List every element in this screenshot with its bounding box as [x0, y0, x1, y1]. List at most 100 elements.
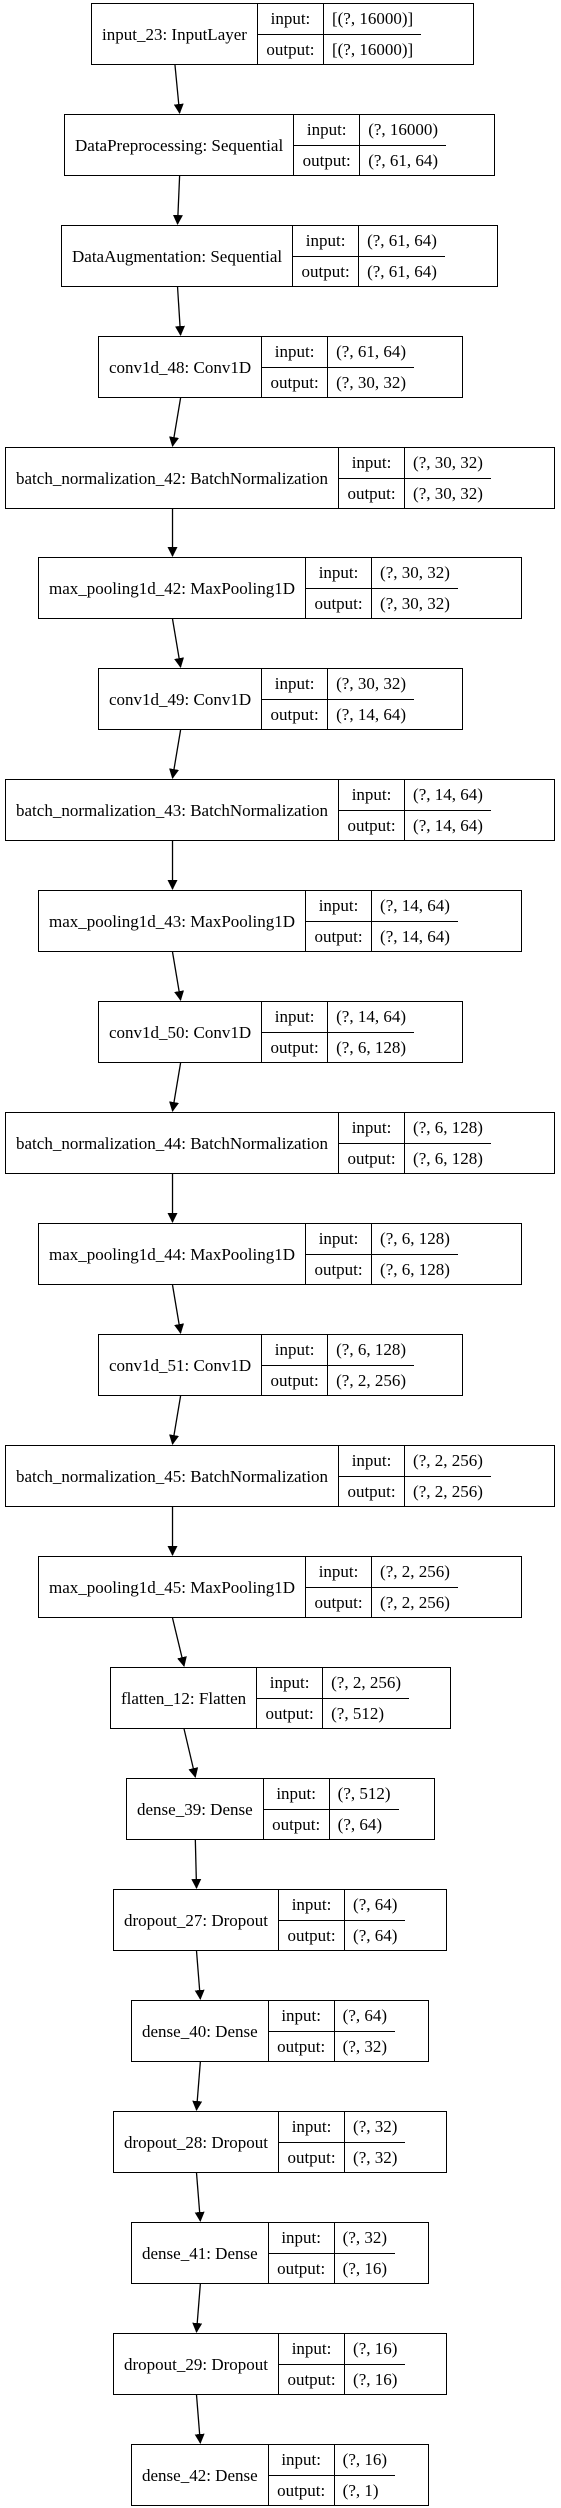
input-shape-value: (?, 2, 256) — [413, 1451, 483, 1471]
output-shape-label: output: — [306, 1587, 373, 1617]
output-shape-row: output:(?, 30, 32) — [306, 587, 458, 618]
output-shape-row: output:(?, 30, 32) — [339, 477, 491, 508]
input-shape-row: input:(?, 6, 128) — [306, 1224, 458, 1254]
input-shape-label: input: — [269, 2001, 335, 2031]
layer-name: batch_normalization_43: BatchNormalizati… — [6, 780, 340, 840]
output-shape-row: output:(?, 32) — [279, 2141, 406, 2172]
output-shape-value: (?, 30, 32) — [413, 483, 483, 503]
output-shape-row: output:(?, 6, 128) — [306, 1253, 458, 1284]
layer-node: batch_normalization_44: BatchNormalizati… — [5, 1112, 555, 1174]
layer-shapes: input:(?, 16)output:(?, 1) — [268, 2445, 396, 2505]
layer-shapes: input:(?, 14, 64)output:(?, 14, 64) — [306, 891, 458, 951]
layer-shapes: input:(?, 512)output:(?, 64) — [263, 1779, 399, 1839]
edge-arrow — [194, 2394, 205, 2444]
output-shape-value: (?, 61, 64) — [367, 261, 437, 281]
input-shape-value: (?, 30, 32) — [413, 453, 483, 473]
output-shape-row: output:(?, 2, 256) — [339, 1475, 491, 1506]
edge-arrow — [169, 1062, 182, 1112]
input-shape-value: (?, 14, 64) — [380, 896, 450, 916]
output-shape-label: output: — [262, 699, 329, 729]
output-shape-label: output: — [306, 921, 373, 951]
output-shape-value: (?, 6, 128) — [380, 1259, 450, 1279]
input-shape-label: input: — [339, 1113, 406, 1143]
input-shape-label: input: — [279, 2112, 346, 2142]
input-shape-value: (?, 6, 128) — [380, 1229, 450, 1249]
output-shape-value: (?, 2, 256) — [336, 1370, 407, 1390]
layer-shapes: input:(?, 6, 128)output:(?, 6, 128) — [339, 1113, 491, 1173]
output-shape-row: output:(?, 6, 128) — [262, 1031, 415, 1062]
output-shape-value: (?, 64) — [353, 1925, 398, 1945]
output-shape-value: [(?, 16000)] — [331, 39, 414, 59]
output-shape-value: (?, 14, 64) — [413, 815, 483, 835]
output-shape-label: output: — [279, 1920, 346, 1950]
layer-shapes: input:(?, 30, 32)output:(?, 30, 32) — [339, 448, 491, 508]
edge-arrow — [183, 1728, 199, 1778]
layer-name: batch_normalization_42: BatchNormalizati… — [6, 448, 340, 508]
output-shape-label: output: — [279, 2364, 346, 2394]
layer-name: max_pooling1d_45: MaxPooling1D — [39, 1557, 307, 1617]
layer-shapes: input:(?, 61, 64)output:(?, 30, 32) — [262, 337, 415, 397]
edge-arrow — [175, 286, 185, 336]
input-shape-row: input:(?, 16) — [269, 2445, 395, 2475]
output-shape-label: output: — [262, 1365, 329, 1395]
output-shape-row: output:(?, 14, 64) — [262, 698, 415, 729]
input-shape-value: (?, 32) — [353, 2117, 398, 2137]
layer-name: dense_40: Dense — [132, 2001, 269, 2061]
input-shape-value: (?, 512) — [337, 1784, 391, 1804]
input-shape-label: input: — [262, 669, 329, 699]
input-shape-row: input:(?, 16) — [279, 2334, 405, 2364]
input-shape-row: input:(?, 64) — [269, 2001, 395, 2031]
layer-name: batch_normalization_44: BatchNormalizati… — [6, 1113, 340, 1173]
input-shape-value: (?, 6, 128) — [413, 1118, 483, 1138]
output-shape-row: output: (?, 64) — [279, 1919, 406, 1950]
layer-shapes: input:(?, 2, 256)output:(?, 2, 256) — [306, 1557, 458, 1617]
input-shape-row: input: (?, 61, 64) — [293, 226, 445, 256]
layer-name: flatten_12: Flatten — [111, 1668, 258, 1728]
output-shape-row: output:(?, 1) — [268, 2474, 396, 2505]
layer-shapes: input:(?, 16000)output:(?, 61, 64) — [294, 115, 447, 175]
layer-shapes: input:(?, 64)output:(?, 32) — [268, 2001, 396, 2061]
layer-name: max_pooling1d_44: MaxPooling1D — [39, 1224, 307, 1284]
input-shape-value: (?, 14, 64) — [336, 1007, 407, 1027]
edge-arrow — [194, 1950, 205, 2000]
layer-name: dense_42: Dense — [132, 2445, 269, 2505]
output-shape-row: output:(?, 32) — [268, 2030, 396, 2061]
input-shape-value: (?, 16) — [353, 2339, 398, 2359]
edge-arrow — [173, 64, 184, 114]
input-shape-label: input: — [262, 1002, 329, 1032]
input-shape-label: input: — [262, 337, 329, 367]
layer-shapes: input:(?, 14, 64)output:(?, 14, 64) — [339, 780, 491, 840]
input-shape-label: input: — [258, 4, 324, 34]
input-shape-label: input: — [293, 226, 360, 256]
input-shape-label: input: — [306, 1557, 373, 1587]
layer-name: max_pooling1d_43: MaxPooling1D — [39, 891, 307, 951]
layer-shapes: input: (?, 14, 64) output:(?, 6, 128) — [262, 1002, 415, 1062]
layer-name: dropout_27: Dropout — [114, 1890, 280, 1950]
input-shape-value: (?, 61, 64) — [367, 231, 437, 251]
layer-shapes: input:(?, 6, 128)output:(?, 2, 256) — [262, 1335, 415, 1395]
input-shape-row: input:[(?, 16000)] — [258, 4, 421, 34]
input-shape-label: input: — [269, 2445, 335, 2475]
output-shape-value: (?, 30, 32) — [336, 372, 407, 392]
output-shape-label: output: — [269, 2031, 335, 2061]
layer-name: DataPreprocessing: Sequential — [65, 115, 295, 175]
input-shape-value: (?, 2, 256) — [380, 1562, 450, 1582]
edge-arrow — [191, 1839, 202, 1889]
output-shape-value: (?, 14, 64) — [380, 926, 450, 946]
output-shape-label: output: — [262, 1032, 329, 1062]
output-shape-label: output: — [339, 810, 406, 840]
output-shape-row: output:(?, 61, 64) — [293, 255, 445, 286]
input-shape-label: input: — [264, 1779, 330, 1809]
input-shape-value: (?, 32) — [342, 2228, 388, 2248]
